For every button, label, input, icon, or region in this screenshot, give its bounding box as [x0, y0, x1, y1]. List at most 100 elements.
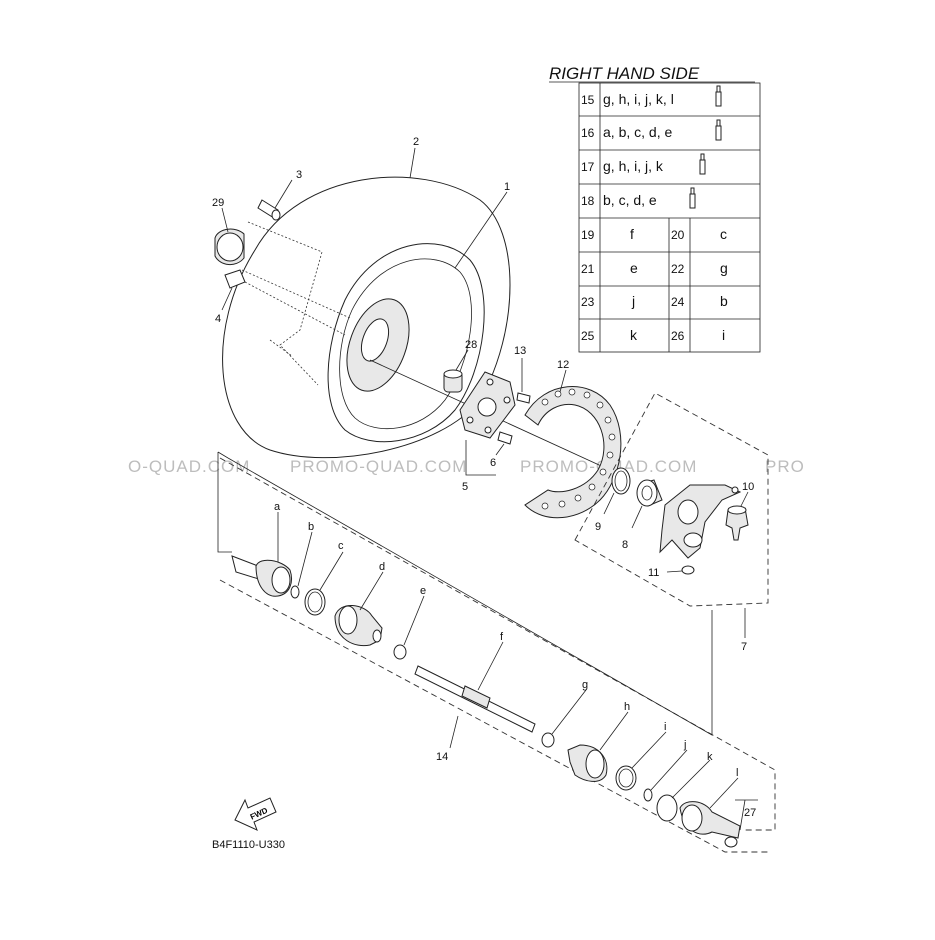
part-13-bolt: 13 — [514, 345, 531, 404]
part-g-band: g — [541, 679, 588, 748]
row-number: 20 — [671, 228, 685, 242]
outer-joint-face — [271, 566, 291, 594]
row-letters: b, c, d, e — [603, 192, 657, 208]
callout-12: 12 — [557, 359, 569, 371]
leader-line — [274, 179, 293, 209]
part-12-brake-disc: 12 — [524, 359, 622, 519]
disc-hole — [606, 451, 614, 459]
disc-hole — [574, 494, 582, 502]
row-number: 23 — [581, 295, 595, 309]
part-28-collar: 28 — [443, 339, 477, 393]
knuckle-arm-hole — [731, 486, 739, 494]
disc-hole — [541, 502, 549, 510]
row-letter: e — [630, 260, 638, 276]
callout-l: l — [736, 767, 738, 779]
knuckle-lower-eye — [683, 532, 703, 548]
grease-tube-icon — [699, 153, 706, 175]
leader-line — [409, 147, 416, 179]
bearing-bore — [641, 485, 653, 501]
table-heading: RIGHT HAND SIDE — [549, 64, 700, 83]
table-row: 21 e 22 g — [581, 260, 728, 276]
table-row: 16 a, b, c, d, e — [581, 119, 722, 141]
stud-shape — [497, 431, 513, 445]
watermark-text-1: O-QUAD.COM — [128, 457, 250, 476]
hub-center — [477, 397, 497, 417]
cap-face — [216, 232, 244, 262]
disc-hole — [583, 391, 591, 399]
leader-line — [650, 749, 688, 791]
watermark-text-4: PRO — [765, 457, 805, 476]
leader-line — [495, 443, 505, 456]
part-e-band: e — [393, 585, 426, 660]
callout-b: b — [308, 521, 314, 533]
row-number: 16 — [581, 126, 595, 140]
fwd-arrow-icon — [234, 797, 277, 831]
leader-line — [403, 595, 425, 646]
callout-13: 13 — [514, 345, 526, 357]
row-number: 18 — [581, 194, 595, 208]
leader-line — [631, 505, 643, 529]
part-b-circlip: b — [290, 521, 314, 599]
part-8-bearing: 8 — [622, 479, 663, 551]
table-row: 19 f 20 c — [581, 226, 727, 242]
hub-bolt-hole — [484, 426, 492, 434]
brake-disc-shape — [524, 386, 622, 519]
part-l-inner-joint: l — [679, 767, 741, 839]
valve-stem-end — [271, 209, 281, 221]
part-9-circlip: 9 — [595, 467, 631, 533]
disc-hole — [541, 398, 549, 406]
callout-10: 10 — [742, 481, 754, 493]
drawing-code: B4F1110-U330 — [212, 839, 285, 851]
spacer-k — [656, 794, 678, 822]
part-f-shaft: f — [414, 631, 536, 733]
callout-7: 7 — [741, 641, 747, 653]
band-g — [541, 732, 555, 748]
part-3-valve: 3 — [257, 169, 302, 221]
callout-6: 6 — [490, 457, 496, 469]
row-letter: c — [720, 226, 727, 242]
circlip-inner — [614, 470, 628, 492]
callout-e: e — [420, 585, 426, 597]
knuckle-assembly-outline — [574, 392, 769, 607]
boot-d-mouth — [338, 605, 358, 635]
part-10-ball-joint: 10 — [725, 481, 754, 541]
leader-line — [319, 551, 344, 591]
disc-hole — [568, 388, 576, 396]
row-number: 19 — [581, 228, 595, 242]
grease-tube-icon — [715, 119, 722, 141]
disc-hole — [558, 500, 566, 508]
part-4-nut: 4 — [215, 269, 246, 325]
part-a-outer-joint: a — [231, 501, 292, 597]
callout-1: 1 — [504, 181, 510, 193]
row-letter: b — [720, 293, 728, 309]
callout-27: 27 — [744, 807, 756, 819]
disc-hole — [588, 483, 596, 491]
leader-dotted — [269, 339, 293, 357]
ball-joint-shape — [725, 507, 749, 541]
row-number: 15 — [581, 93, 595, 107]
callout-29: 29 — [212, 197, 224, 209]
part-j-circlip: j — [643, 739, 688, 802]
leader-line — [603, 492, 615, 515]
disc-hole — [554, 390, 562, 398]
row-letters: g, h, i, j, k — [603, 158, 664, 174]
table-row: 18 b, c, d, e — [581, 187, 696, 209]
shaft-center-section — [461, 685, 491, 709]
leader-line — [709, 777, 739, 809]
table-row: 25 k 26 i — [581, 327, 725, 343]
circlip-b — [290, 585, 300, 599]
table-frame — [578, 82, 761, 353]
hidden-line — [247, 221, 323, 386]
steering-knuckle — [659, 484, 742, 559]
bearing-face — [636, 479, 658, 507]
row-number: 22 — [671, 262, 685, 276]
callout-14: 14 — [436, 751, 448, 763]
leader-line — [740, 491, 749, 507]
leader-line — [559, 369, 567, 393]
part-c-band: c — [304, 540, 344, 616]
disc-hole — [608, 433, 616, 441]
leader-line — [671, 759, 711, 799]
callout-5: 5 — [462, 481, 468, 493]
right-hand-side-table: RIGHT HAND SIDE 15 g, h, i, j, k, l 16 a… — [549, 64, 761, 353]
